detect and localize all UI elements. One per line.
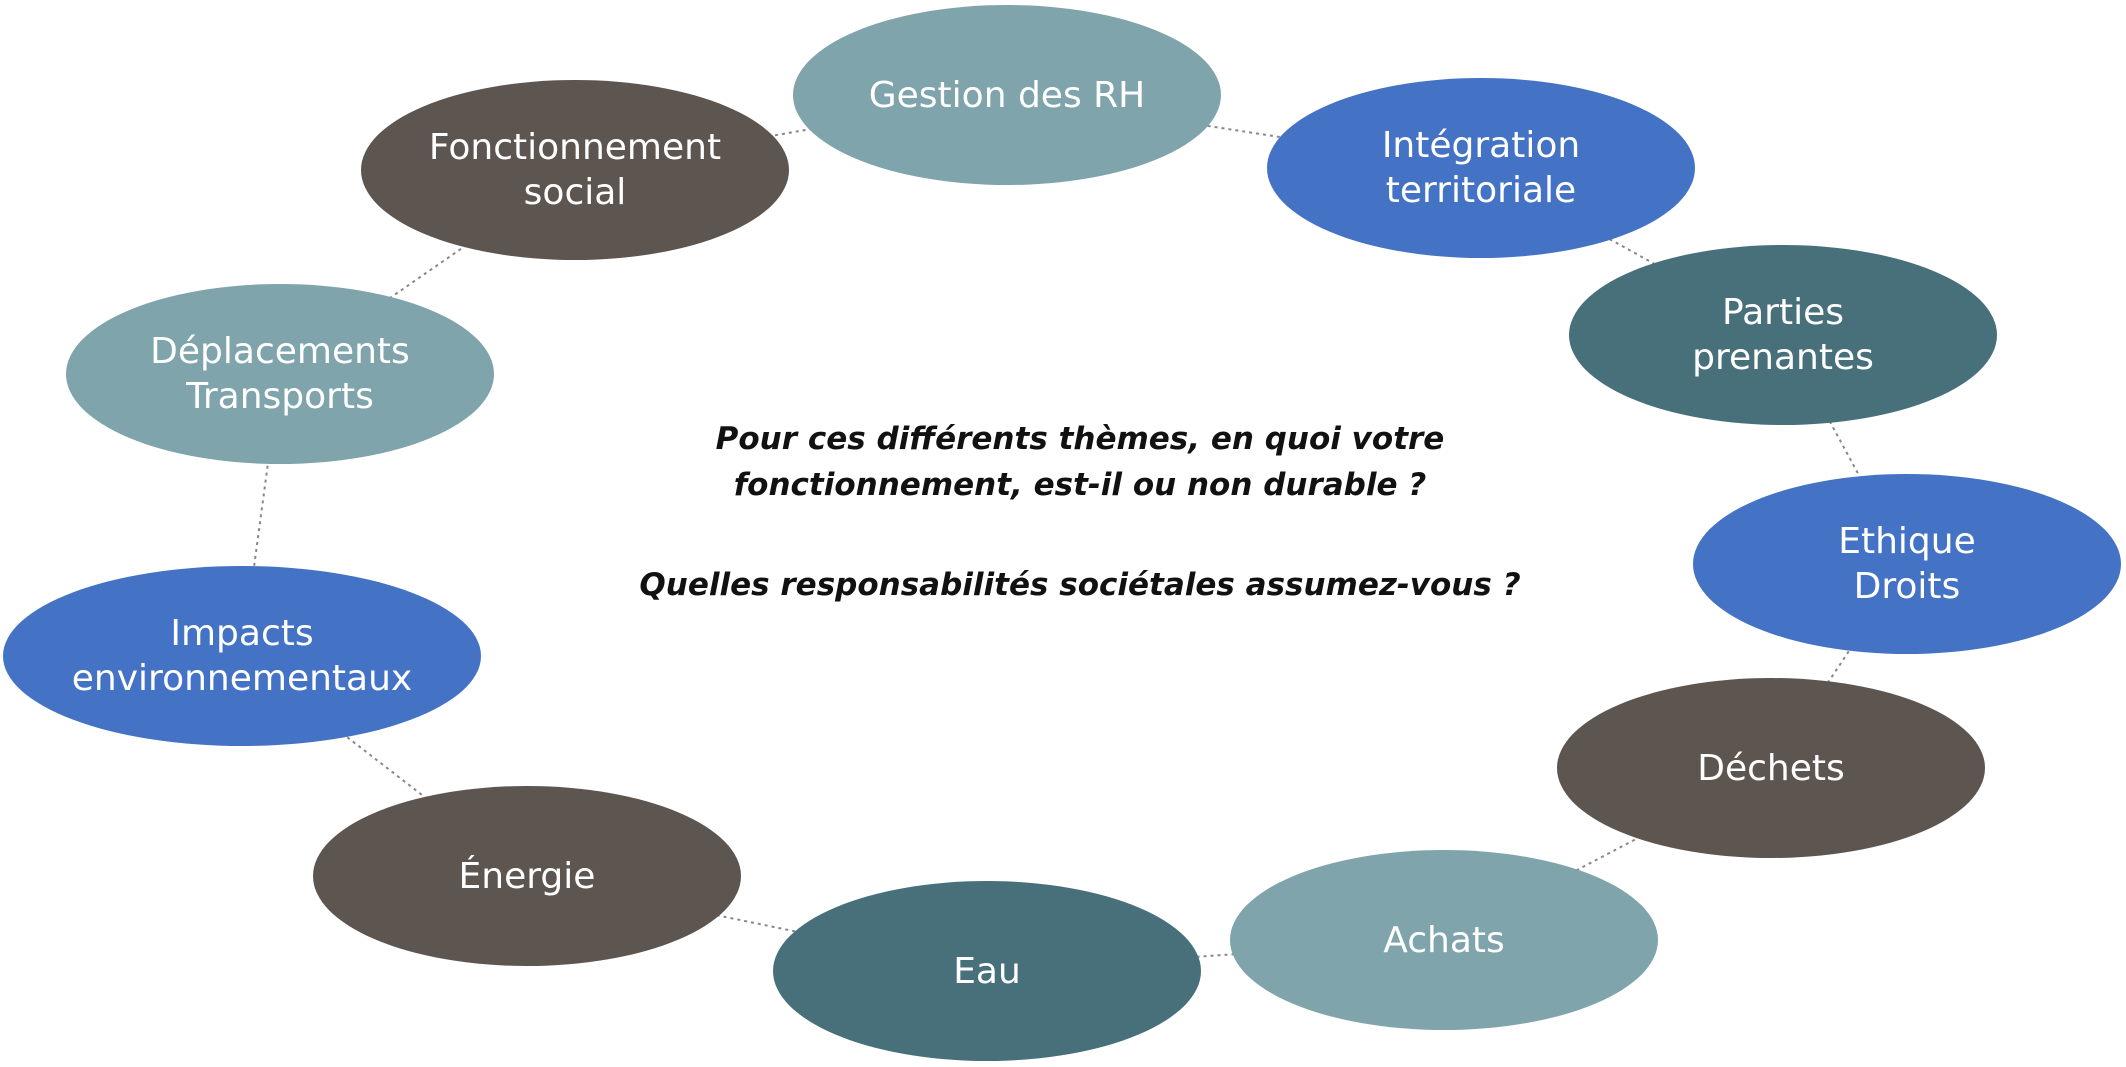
connector-line (241, 373, 281, 657)
node-dechets: Déchets (1557, 678, 1985, 858)
node-eau: Eau (773, 881, 1201, 1061)
node-label-line: Eau (953, 950, 1021, 992)
node-parties-prenantes: Parties prenantes (1569, 245, 1997, 425)
node-label-line: Déchets (1697, 747, 1845, 789)
node-ethique-droits: Ethique Droits (1693, 474, 2121, 654)
central-question-line: fonctionnement, est-il ou non durable ? (733, 467, 1427, 503)
connector-line (1443, 767, 1772, 941)
node-energie: Énergie (313, 786, 741, 966)
node-label-line: Impacts (170, 613, 314, 654)
node-label-line: environnementaux (71, 658, 413, 699)
node-label-line: Droits (1853, 566, 1961, 607)
central-question-line: Pour ces différents thèmes, en quoi votr… (715, 421, 1445, 457)
central-question: Pour ces différents thèmes, en quoi votr… (580, 416, 1580, 608)
node-label-line: prenantes (1692, 337, 1874, 378)
node-achats: Achats (1230, 850, 1658, 1030)
node-integration-territoriale: Intégration territoriale (1267, 78, 1695, 258)
node-label-line: Gestion des RH (868, 74, 1146, 116)
central-question-2: Quelles responsabilités sociétales assum… (639, 567, 1521, 603)
node-label-line: Ethique (1838, 521, 1976, 562)
node-fonctionnement-social: Fonctionnement social (361, 80, 789, 260)
node-label-line: Fonctionnement (428, 127, 722, 168)
node-label-line: Transports (186, 376, 374, 417)
node-label-line: Déplacements (150, 331, 410, 372)
node-impacts-environnementaux: Impacts environnementaux (3, 566, 481, 746)
node-gestion-rh: Gestion des RH (793, 5, 1221, 185)
node-label-line: Énergie (458, 855, 596, 897)
node-label-line: social (523, 172, 627, 213)
node-label-line: Parties (1722, 292, 1844, 333)
node-label-line: Intégration (1381, 125, 1581, 166)
node-deplacements-transports: Déplacements Transports (66, 284, 494, 464)
node-label-line: Achats (1383, 919, 1505, 961)
node-label-line: territoriale (1385, 170, 1577, 211)
